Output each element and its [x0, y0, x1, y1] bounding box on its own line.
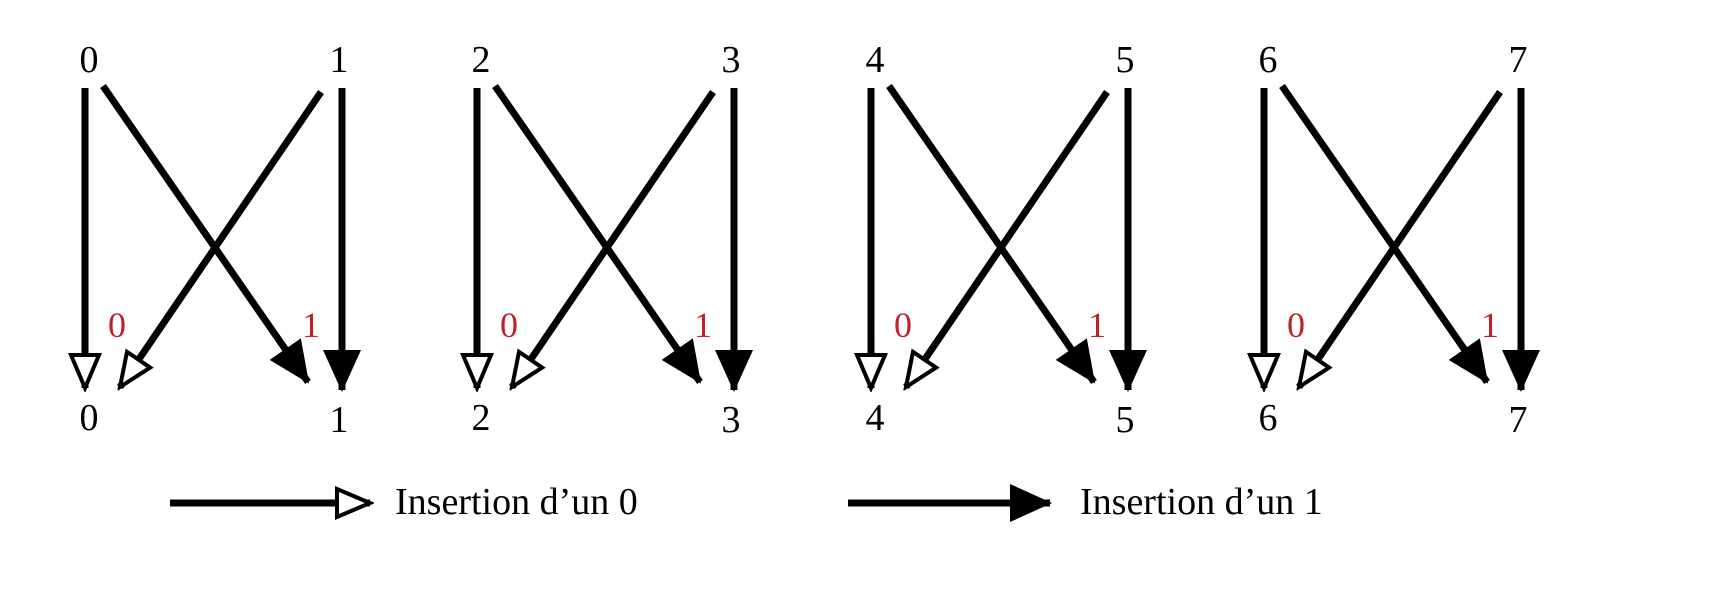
legend: Insertion d’un 0 Insertion d’un 1 [170, 481, 1323, 523]
bit-zero-label: 0 [1287, 305, 1305, 345]
group-3: 6 7 6 7 0 1 [1259, 39, 1540, 441]
bit-one-label: 1 [1088, 305, 1106, 345]
bottom-left-node-label: 4 [866, 397, 885, 439]
bit-zero-label: 0 [108, 305, 126, 345]
filled-arrow-icon [886, 84, 1097, 384]
group-0: 0 1 0 1 0 1 [80, 39, 361, 441]
filled-arrow-icon [492, 84, 703, 384]
top-right-node-label: 7 [1509, 39, 1528, 81]
bit-one-label: 1 [302, 305, 320, 345]
bottom-right-node-label: 1 [330, 399, 349, 441]
top-left-node-label: 0 [80, 39, 99, 81]
bottom-left-node-label: 0 [80, 397, 99, 439]
top-left-node-label: 2 [472, 39, 491, 81]
filled-arrow-icon [1279, 84, 1490, 384]
legend-insert-zero-label: Insertion d’un 0 [395, 481, 638, 523]
top-right-node-label: 1 [330, 39, 349, 81]
bit-zero-label: 0 [894, 305, 912, 345]
bottom-right-node-label: 3 [722, 399, 741, 441]
bit-one-label: 1 [1481, 305, 1499, 345]
filled-arrow-icon [100, 84, 311, 384]
top-right-node-label: 3 [722, 39, 741, 81]
top-left-node-label: 4 [866, 39, 885, 81]
group-2: 4 5 4 5 0 1 [866, 39, 1147, 441]
bottom-left-node-label: 2 [472, 397, 491, 439]
hollow-arrow-icon [117, 90, 324, 387]
hollow-arrow-icon [509, 90, 716, 387]
bit-one-label: 1 [694, 305, 712, 345]
hollow-arrow-icon [1296, 90, 1503, 387]
top-left-node-label: 6 [1259, 39, 1278, 81]
group-1: 2 3 2 3 0 1 [472, 39, 753, 441]
legend-insert-one-label: Insertion d’un 1 [1080, 481, 1323, 523]
bottom-right-node-label: 5 [1116, 399, 1135, 441]
bit-zero-label: 0 [500, 305, 518, 345]
bottom-left-node-label: 6 [1259, 397, 1278, 439]
hollow-arrow-icon [903, 90, 1110, 387]
groups-layer: 0 1 0 1 0 1 2 3 2 3 0 1 4 5 4 5 0 1 6 7 6 7 0 1 [80, 39, 1540, 441]
bottom-right-node-label: 7 [1509, 399, 1528, 441]
top-right-node-label: 5 [1116, 39, 1135, 81]
